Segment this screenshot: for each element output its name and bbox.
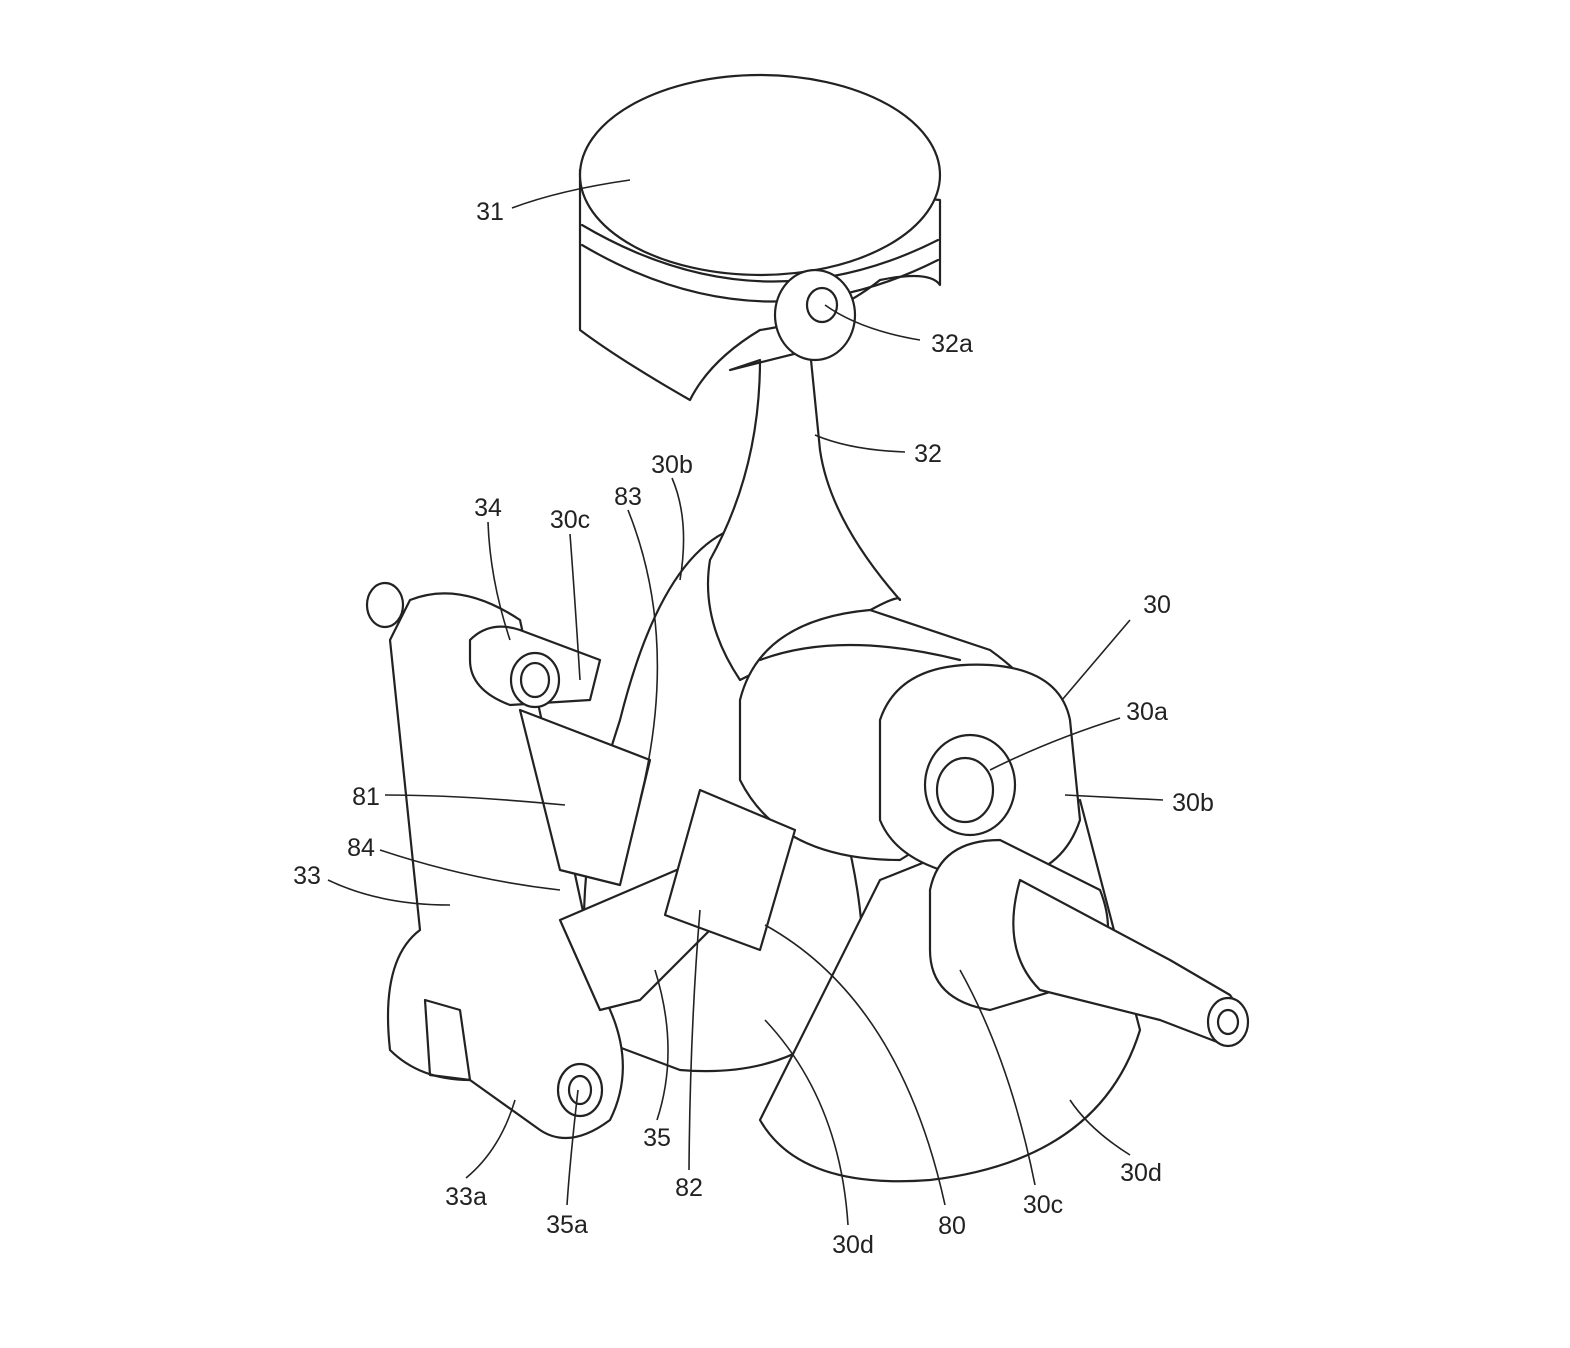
- label-32: 32: [914, 440, 942, 468]
- label-30b-upper: 30b: [651, 451, 693, 479]
- label-30c-right: 30c: [1023, 1191, 1063, 1219]
- label-82: 82: [675, 1174, 703, 1202]
- link-33: [365, 581, 624, 1140]
- label-30: 30: [1143, 591, 1171, 619]
- pin-34: [468, 625, 602, 709]
- label-30d-center: 30d: [832, 1231, 874, 1259]
- label-34: 34: [474, 494, 502, 522]
- label-83: 83: [614, 483, 642, 511]
- output-shaft: [928, 838, 1250, 1048]
- piston-pin: [773, 268, 857, 362]
- crank-pin-hole: [923, 733, 1017, 837]
- crank-web-right: [878, 663, 1082, 882]
- piston: [578, 73, 942, 402]
- label-35a: 35a: [546, 1211, 588, 1239]
- label-32a: 32a: [931, 330, 973, 358]
- label-33: 33: [293, 862, 321, 890]
- label-80: 80: [938, 1212, 966, 1240]
- leader-lines: [327, 179, 1164, 1226]
- label-81: 81: [352, 783, 380, 811]
- pin-35a-hole: [556, 1062, 604, 1118]
- plate-82: [663, 788, 797, 952]
- label-31: 31: [476, 198, 504, 226]
- label-30a: 30a: [1126, 698, 1168, 726]
- connecting-rod: [706, 348, 902, 682]
- label-33a: 33a: [445, 1183, 487, 1211]
- label-35: 35: [643, 1124, 671, 1152]
- label-84: 84: [347, 834, 375, 862]
- label-30c-left: 30c: [550, 506, 590, 534]
- plate-81: [518, 708, 652, 887]
- label-30b-right: 30b: [1172, 789, 1214, 817]
- label-30d-right: 30d: [1120, 1159, 1162, 1187]
